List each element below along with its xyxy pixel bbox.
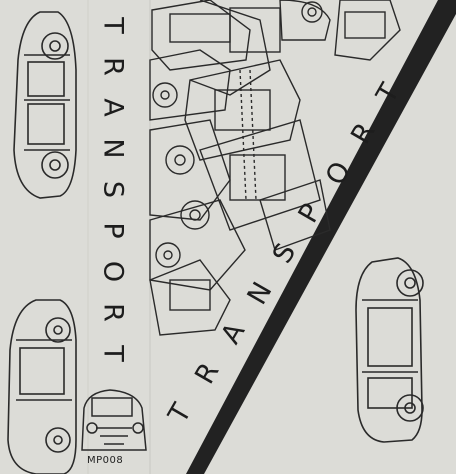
car-collage	[149, 0, 401, 336]
spine-title-letter: O	[97, 260, 129, 283]
spine-title-letter: A	[97, 98, 129, 117]
spine-title-letter: T	[97, 17, 129, 34]
spine-title-letter: S	[97, 180, 129, 199]
car-drawing-left-top	[13, 11, 77, 199]
spine-title-letter: N	[97, 138, 129, 159]
catalog-number: MP008	[87, 455, 124, 466]
car-drawing-spine-front	[81, 389, 147, 451]
diagonal-stripe	[186, 0, 456, 474]
car-drawing-left-bottom	[7, 299, 77, 474]
car-drawing-right	[355, 257, 424, 443]
spine-title-letter: R	[97, 57, 129, 76]
spine-title-letter: P	[97, 222, 129, 239]
spine-title-letter: T	[97, 345, 129, 362]
spine-title-letter: R	[97, 303, 129, 322]
